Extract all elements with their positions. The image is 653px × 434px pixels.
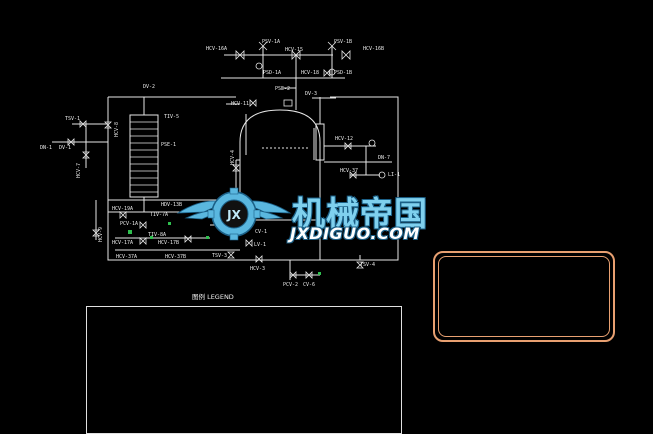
watermark-emblem-icon: JX <box>176 187 292 241</box>
valve-hcv-37a-icon <box>139 237 147 245</box>
label-tiv-8a: TIV-8A <box>148 232 167 238</box>
valve-hcv-9-icon <box>92 229 100 237</box>
label-hcv-8: HCV-8 <box>114 121 120 137</box>
label-dv-1: DV-1 <box>59 145 72 151</box>
label-psd-1b: PSD-1B <box>334 70 353 76</box>
valve-hcv-16a-icon <box>235 50 245 60</box>
valve-tsv-4-icon <box>356 261 364 269</box>
label-psv-1a: PSV-1A <box>262 39 281 45</box>
valve-cv-6-icon <box>305 271 313 279</box>
valve-psv-1b-icon <box>327 41 337 51</box>
pse-2-icon <box>283 99 293 107</box>
label-hcv-16b: HCV-16B <box>363 46 385 52</box>
label-pse-2: PSE-2 <box>275 86 291 92</box>
valve-hcv-17b-icon <box>184 235 192 243</box>
heat-exchanger-coils <box>130 121 158 193</box>
valve-hcv-37-icon <box>349 171 357 179</box>
valve-hcv-3-icon <box>255 255 263 263</box>
label-li-1: LI-1 <box>388 172 401 178</box>
label-hcv-11: HCV-11 <box>231 101 250 107</box>
valve-lv-1-icon <box>245 239 253 247</box>
label-dn-1: DN-1 <box>40 145 53 151</box>
label-tiv-7a: TIV-7A <box>150 212 169 218</box>
label-tiv-5: TIV-5 <box>164 114 180 120</box>
label-hcv-4: HCV-4 <box>230 149 236 165</box>
pressure-gauge-icon <box>368 139 376 147</box>
valve-hcv-18-icon <box>323 69 331 77</box>
label-hcv-15: HCV-15 <box>285 47 304 53</box>
valve-hcv-11-icon <box>249 99 257 107</box>
label-hcv-19a: HCV-19A <box>112 206 134 212</box>
label-pcv-2: PCV-2 <box>283 282 299 288</box>
title-block-frame <box>433 251 615 342</box>
label-hcv-37b: HCV-37B <box>165 254 187 260</box>
valve-hcv-15-icon <box>291 50 301 60</box>
label-hcv-37a: HCV-37A <box>116 254 138 260</box>
label-hcv-3: HCV-3 <box>250 266 266 272</box>
accent-markers <box>128 222 321 275</box>
valve-hcv-7-icon <box>82 151 90 159</box>
valve-hcv-8-icon <box>104 121 112 129</box>
legend-title: 图例 LEGEND <box>192 293 234 301</box>
label-hcv-12: HCV-12 <box>335 136 354 142</box>
label-pcv-1a: PCV-1A <box>120 221 139 227</box>
valve-psd-1a-icon <box>255 62 263 70</box>
valve-hcv-19a-icon <box>119 211 127 219</box>
valve-cv-1-icon <box>67 138 75 146</box>
label-cv-1: CV-1 <box>255 229 268 235</box>
watermark-english-text: JXDIGUO.COM <box>290 224 420 243</box>
label-lv-1: LV-1 <box>254 242 267 248</box>
label-hcv-37: HCV-37 <box>340 168 359 174</box>
valve-hcv-12-icon <box>344 142 352 150</box>
label-hcv-17b: HCV-17B <box>158 240 180 246</box>
valve-hcv-16b-icon <box>341 50 351 60</box>
watermark-emblem-text: JX <box>226 208 241 222</box>
valve-symbols <box>67 41 386 279</box>
label-hcv-16a: HCV-16A <box>206 46 228 52</box>
label-hcv-9: HCV-9 <box>98 226 104 242</box>
label-tsv-3: TSV-3 <box>212 253 228 259</box>
label-tsv-1: TSV-1 <box>65 116 81 122</box>
label-dv-3: DV-3 <box>305 91 318 97</box>
label-hcv-7: HCV-7 <box>76 162 82 178</box>
label-tsv-4: TSV-4 <box>360 262 376 268</box>
valve-tsv-3-icon <box>227 251 235 259</box>
valve-pcv-1a-icon <box>139 221 147 229</box>
valve-psv-1a-icon <box>258 41 268 51</box>
label-hcv-18: HCV-18 <box>301 70 320 76</box>
watermark-chinese-text: 机械帝国 <box>292 194 428 233</box>
piping-lines <box>52 46 399 280</box>
valve-hcv-4-icon <box>232 164 240 172</box>
valve-pcv-2-icon <box>289 271 297 279</box>
label-pse-1: PSE-1 <box>161 142 177 148</box>
valve-tsv-1-icon <box>79 120 87 128</box>
legend-box <box>86 306 402 434</box>
valve-psd-1b-icon <box>328 68 336 76</box>
label-psd-1a: PSD-1A <box>263 70 282 76</box>
label-dv-2: DV-2 <box>143 84 156 90</box>
label-hdv-13b: HDV-13B <box>161 202 183 208</box>
label-hcv-17a: HCV-17A <box>112 240 134 246</box>
label-cv-6: CV-6 <box>303 282 316 288</box>
level-indicator-icon <box>378 171 386 179</box>
label-dn-7: DN-7 <box>378 155 391 161</box>
label-psv-1b: PSV-1B <box>334 39 353 45</box>
